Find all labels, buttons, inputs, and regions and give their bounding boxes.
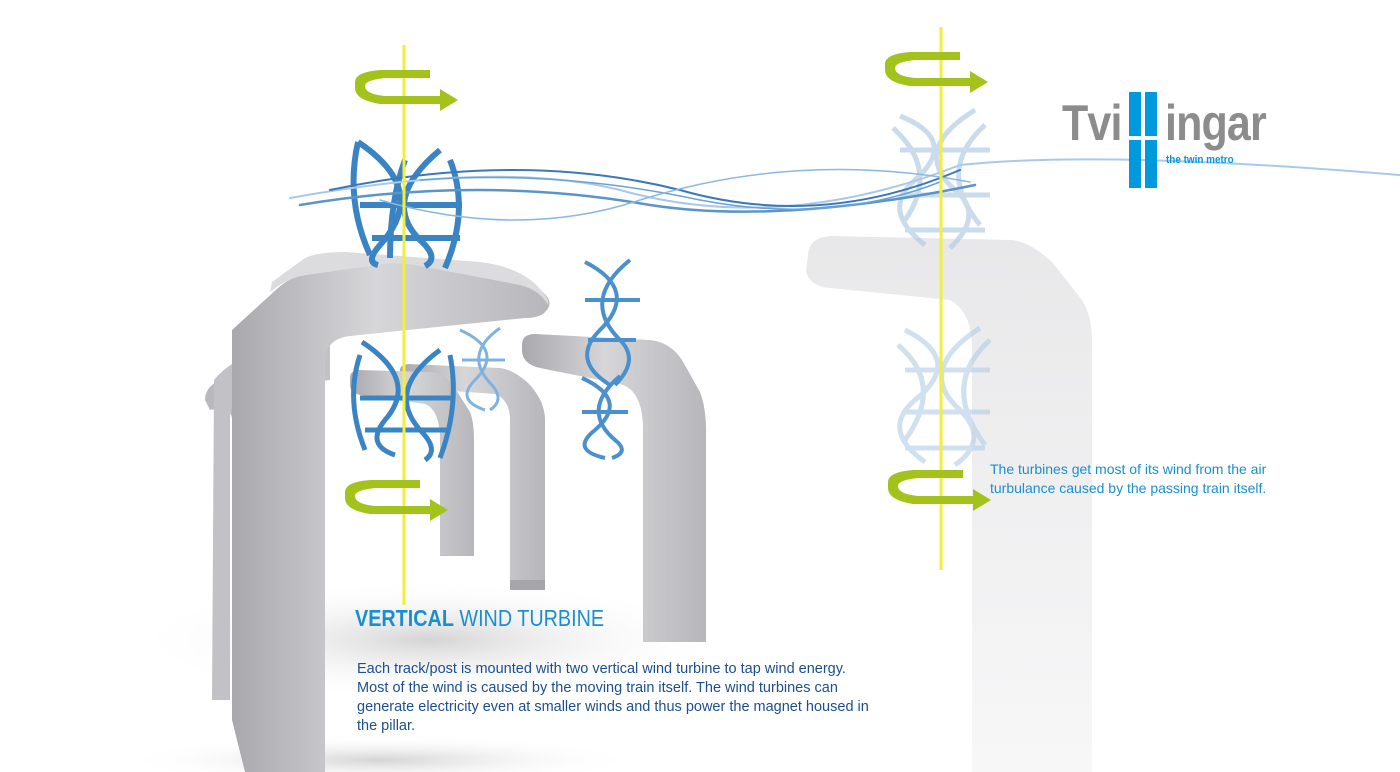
- rotation-arrow-icon: [345, 480, 448, 521]
- logo-bar-right: [1145, 92, 1157, 188]
- turbine-mid-right: [584, 258, 640, 387]
- ghost-turbine-bottom: [896, 325, 992, 468]
- headline-bold: VERTICAL: [355, 605, 454, 631]
- rotation-arrow-icon: [885, 52, 988, 93]
- ghost-pillar: [806, 236, 1092, 772]
- turbine-front-top: [350, 139, 462, 270]
- wind-stream: [289, 158, 1400, 221]
- description-text: Each track/post is mounted with two vert…: [357, 661, 869, 734]
- logo-bar-left: [1129, 92, 1141, 188]
- turbine-front-lower: [351, 339, 456, 463]
- logo-tagline: the twin metro: [1166, 154, 1234, 166]
- headline-rest: WIND TURBINE: [459, 605, 605, 631]
- pillar-mid-right: [522, 334, 706, 642]
- brand-logo: Tvi ingar the twin metro: [1062, 92, 1302, 192]
- section-headline: VERTICAL WIND TURBINE: [355, 605, 604, 632]
- logo-divider: [1126, 136, 1160, 140]
- turbine-mid-lower: [581, 374, 628, 460]
- ground-shadow-front: [120, 735, 640, 772]
- turbine-back: [459, 326, 505, 412]
- rotation-arrow-icon: [355, 70, 458, 111]
- logo-text-prefix: Tvi: [1062, 95, 1122, 151]
- side-note: The turbines get most of its wind from t…: [990, 461, 1267, 496]
- logo-text-suffix: ingar: [1165, 95, 1267, 151]
- rotation-arrow-icon: [888, 470, 991, 511]
- pillar-front: [232, 252, 550, 772]
